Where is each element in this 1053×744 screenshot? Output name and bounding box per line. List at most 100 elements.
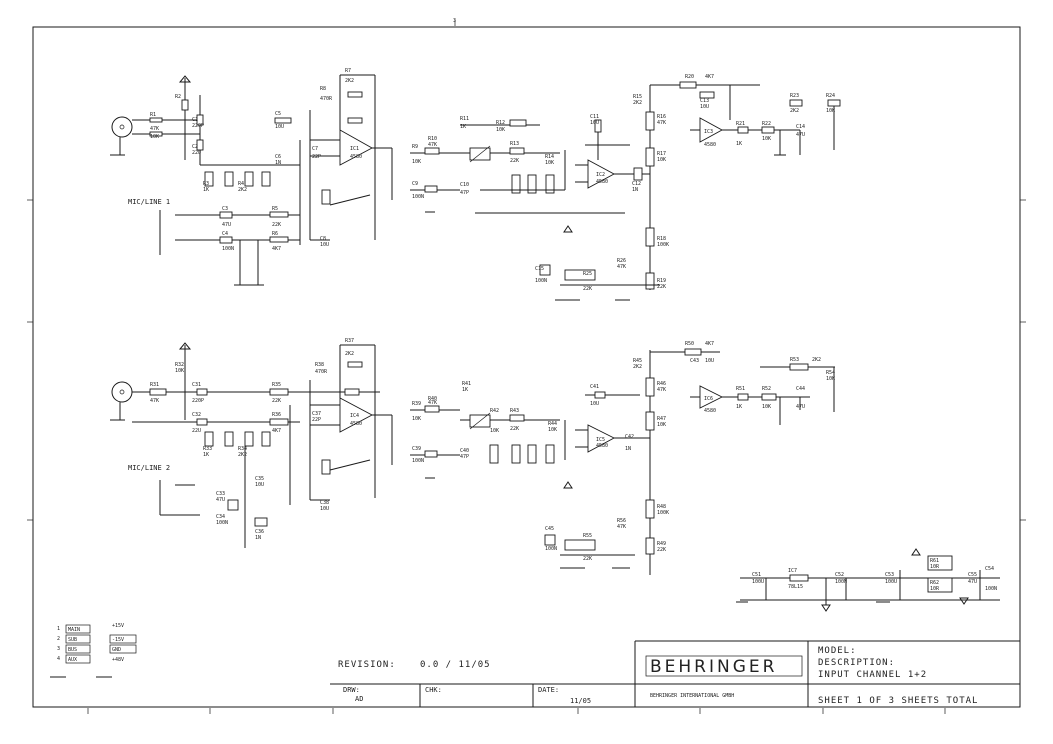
component-label: 22K bbox=[583, 556, 592, 562]
component-label: 22K bbox=[272, 398, 281, 404]
schematic-rect bbox=[509, 147, 525, 155]
component-label: 4K7 bbox=[705, 341, 714, 347]
schematic-rect bbox=[196, 139, 204, 151]
component-label: 1K bbox=[736, 141, 742, 147]
component-label: 22U bbox=[192, 428, 201, 434]
component-label: R22 bbox=[762, 121, 771, 127]
component-label: R56 bbox=[617, 518, 626, 524]
component-label: R20 bbox=[685, 74, 694, 80]
opamp-ic5 bbox=[587, 424, 615, 453]
schematic-polygon bbox=[563, 481, 573, 489]
schematic-rect bbox=[181, 99, 189, 111]
field-drw-value: AD bbox=[355, 695, 363, 703]
component-label: 22K bbox=[583, 286, 592, 292]
component-label: IC7 bbox=[788, 568, 797, 574]
component-label: 47P bbox=[460, 190, 469, 196]
component-label: R43 bbox=[510, 408, 519, 414]
component-label: R12 bbox=[496, 120, 505, 126]
component-label: R38 bbox=[315, 362, 324, 368]
component-label: R35 bbox=[272, 382, 281, 388]
component-label: 47K bbox=[657, 387, 666, 393]
component-label: 22K bbox=[657, 284, 666, 290]
component-label: C41 bbox=[590, 384, 599, 390]
component-label: -15V bbox=[112, 637, 124, 643]
schematic-line bbox=[329, 194, 371, 206]
component-label: 10U bbox=[320, 506, 329, 512]
component-label: 2K2 bbox=[238, 452, 247, 458]
schematic-rect bbox=[261, 171, 271, 187]
component-label: IC2 bbox=[596, 172, 605, 178]
component-label: R40 bbox=[428, 396, 437, 402]
component-label: 2K2 bbox=[633, 364, 642, 370]
channel-lower: MIC/LINE 2 bbox=[110, 342, 835, 575]
schematic-rect bbox=[645, 227, 655, 247]
component-label: 1K bbox=[203, 187, 209, 193]
component-label: IC4 bbox=[350, 413, 359, 419]
schematic-rect bbox=[224, 431, 234, 447]
component-label: 4580 bbox=[596, 179, 608, 185]
sheet-line: SHEET 1 OF 3 SHEETS TOTAL bbox=[818, 696, 978, 706]
schematic-rect bbox=[65, 644, 91, 654]
component-label: C14 bbox=[796, 124, 805, 130]
component-label: C4 bbox=[222, 231, 228, 237]
component-label: R33 bbox=[203, 446, 212, 452]
component-label: 2K2 bbox=[238, 187, 247, 193]
schematic-rect bbox=[645, 499, 655, 519]
component-label: 2K2 bbox=[790, 108, 799, 114]
component-label: 100N bbox=[535, 278, 547, 284]
revision-block: REVISION: 0.0 / 11/05 bbox=[338, 660, 490, 670]
component-label: C52 bbox=[835, 572, 844, 578]
component-label: 78L15 bbox=[788, 584, 803, 590]
component-label: 10K bbox=[545, 160, 554, 166]
component-label: 10K bbox=[657, 422, 666, 428]
schematic-rect bbox=[645, 655, 803, 677]
component-label: 22K bbox=[657, 547, 666, 553]
xlr-input-connector-lower bbox=[111, 381, 133, 403]
component-label: 4580 bbox=[704, 408, 716, 414]
grid-marks bbox=[27, 20, 1026, 714]
component-label: R45 bbox=[633, 358, 642, 364]
component-label: R62 bbox=[930, 580, 939, 586]
schematic-rect bbox=[545, 444, 555, 464]
component-label: C31 bbox=[192, 382, 201, 388]
xlr-input-connector bbox=[111, 116, 133, 138]
schematic-rect bbox=[699, 91, 715, 99]
schematic-polygon bbox=[178, 75, 192, 83]
component-label: R44 bbox=[548, 421, 557, 427]
component-label: R1 bbox=[150, 112, 156, 118]
schematic-circle bbox=[119, 124, 125, 130]
component-label: 10U bbox=[275, 124, 284, 130]
component-label: C15 bbox=[535, 266, 544, 272]
component-label: R55 bbox=[583, 533, 592, 539]
component-label: R24 bbox=[826, 93, 835, 99]
schematic-rect bbox=[645, 111, 655, 131]
schematic-polygon bbox=[959, 597, 969, 605]
component-label: 47K bbox=[150, 398, 159, 404]
component-label: GND bbox=[112, 647, 121, 653]
component-label: 100N bbox=[412, 458, 424, 464]
schematic-rect bbox=[539, 264, 551, 276]
schematic-rect bbox=[509, 414, 525, 422]
labels-lower: R31 47K R32 10K C31 220P C32 22U R33 1K … bbox=[150, 338, 835, 562]
component-label: IC5 bbox=[596, 437, 605, 443]
schematic-line bbox=[329, 459, 371, 471]
component-label: +48V bbox=[112, 657, 124, 663]
component-label: C11 bbox=[590, 114, 599, 120]
component-label: R15 bbox=[633, 94, 642, 100]
component-label: R19 bbox=[657, 278, 666, 284]
component-label: R39 bbox=[412, 401, 421, 407]
schematic-line bbox=[469, 412, 491, 430]
schematic-rect bbox=[65, 624, 91, 634]
component-label: 470R bbox=[320, 96, 333, 102]
schematic-rect bbox=[261, 431, 271, 447]
schematic-rect bbox=[269, 388, 289, 396]
component-label: R17 bbox=[657, 151, 666, 157]
opamp-ic2 bbox=[587, 159, 615, 189]
schematic-rect bbox=[219, 236, 233, 244]
component-label: 1N bbox=[255, 535, 261, 541]
component-label: 1N bbox=[625, 446, 631, 452]
component-label: 10K bbox=[548, 427, 557, 433]
schematic-rect bbox=[65, 654, 91, 664]
field-date-label: DATE: bbox=[538, 686, 559, 694]
schematic-rect bbox=[196, 114, 204, 126]
